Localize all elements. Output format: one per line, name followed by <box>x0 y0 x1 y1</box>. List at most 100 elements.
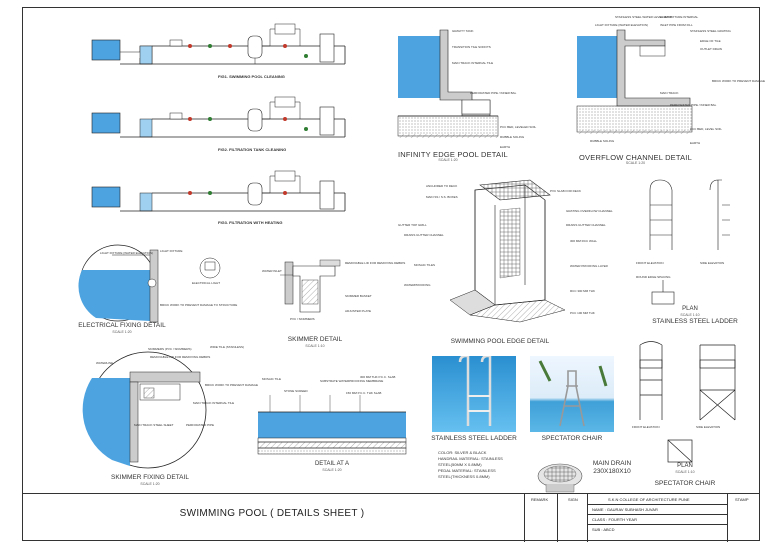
drawing-sheet <box>22 7 760 541</box>
infinity-edge-drawing <box>397 29 499 138</box>
skimmer-label-1: REMOVABLE LID FOR REMOVING DEBRIS <box>345 261 406 265</box>
overflow-label-6: OUTLET DRAIN <box>700 47 722 51</box>
pool-edge-drawing <box>449 179 566 323</box>
sign-label: SIGN <box>568 497 578 502</box>
skimmer-label-2: SKIMMER BASKET <box>345 294 372 298</box>
overflow-label-9: PERFORATED PIPE / INNER BAL <box>670 103 717 107</box>
class-label: CLASS : FOURTH YEAR <box>588 514 727 524</box>
edge-label-4: MOSAIC TILES <box>414 263 435 267</box>
overflow-channel-scale: SCALE 1:20 <box>625 161 646 165</box>
edge-label-5: WATERPROOFING <box>404 283 431 287</box>
edge-label-6: PVC SLAB FOR DECK <box>550 189 582 193</box>
skimmer-label-0: WATER INLET <box>262 269 282 273</box>
infinity-label-6: EARTH <box>500 145 511 149</box>
ladder-plan-label: PLAN <box>682 306 698 312</box>
chair-drawing <box>639 341 736 463</box>
overflow-label-12: EARTH <box>690 141 701 145</box>
overflow-label-0: STAINLESS STEEL WATER LEVEL MARK <box>615 15 673 19</box>
detail-a-scale: SCALE 1:20 <box>322 468 342 472</box>
fig3-title: FIG3. FILTRATION WITH HEATING <box>218 220 283 225</box>
chair-photo-title: SPECTATOR CHAIR <box>541 435 603 442</box>
edge-label-2: GUTTER TOP GRILL <box>398 223 427 227</box>
detail-a-label-4: 150 MM P.C.C. THK SLAB <box>346 391 382 395</box>
infinity-label-5: RUBBLE SOLING <box>500 135 525 139</box>
electrical-label-1: LIGHT FIXTURE <box>160 249 183 253</box>
infinity-edge-title: INFINITY EDGE POOL DETAIL <box>398 150 508 159</box>
electrical-fixing-drawing <box>78 244 221 323</box>
edge-label-8: DRAINS GUTTER CHANNEL <box>566 223 606 227</box>
skimmer-title: SKIMMER DETAIL <box>287 336 343 343</box>
ladder-photo-title: STAINLESS STEEL LADDER <box>431 435 517 442</box>
skimmer-label-3: ADJUSTER PLATE <box>345 309 371 313</box>
skimmer-fixing-scale: SCALE 1:20 <box>140 482 160 486</box>
ladder-spec-4: PEDAL MATERIAL: STAINLESS <box>438 468 496 473</box>
electrical-label-0: LIGHT FIXTURE (WATER ELEVATION) <box>100 251 154 255</box>
skimmer-fixing-label-1: REMOVABLE LID FOR REMOVING DEBRIS <box>150 355 211 359</box>
skimmer-fixing-label-7: MAIN TRACK STEEL SHEET <box>134 423 174 427</box>
overflow-channel-title: OVERFLOW CHANNEL DETAIL <box>579 153 692 162</box>
overflow-label-10: PCC BED, LEVEL SOIL <box>690 127 722 131</box>
sheet-title: SWIMMING POOL ( DETAILS SHEET ) <box>179 508 365 519</box>
sign-cell: SIGN <box>557 494 587 542</box>
sub-label: SUB : ABCD <box>588 524 727 534</box>
ladder-spec-2: HANDRAIL MATERIAL: STAINLESS <box>438 456 503 461</box>
skimmer-drawing <box>280 259 341 313</box>
overflow-label-2: LIGHT FIXTURE (WATER ELEVATION) <box>595 23 649 27</box>
chair-side-label: SIDE ELEVATION <box>696 425 721 429</box>
skimmer-fixing-label-0: SKIMMERS (PVC / SKIMMERS) <box>148 347 192 351</box>
infinity-label-3: PERFORATED PIPE / INNER BAL <box>470 91 517 95</box>
name-label: NAME : GAURAV SUBHASH JUVAR <box>588 504 727 514</box>
fig2-schematic <box>91 96 346 138</box>
skimmer-fixing-label-3: WIDE TILE (STAINLESS) <box>210 345 245 349</box>
spectator-chair-photo <box>530 356 614 432</box>
overflow-label-3: INLET PIPE FROM FILL <box>660 23 693 27</box>
ladder-side-label: SIDE ELEVATION <box>700 261 725 265</box>
fig3-schematic <box>91 170 346 212</box>
overflow-label-1: LIGHT FIXTURE INTERNAL <box>660 15 699 19</box>
chair-front-label: FRONT ELEVATION <box>632 425 660 429</box>
main-drain-size: 230X180X10 <box>593 468 631 475</box>
edge-label-11: RCC 300 MM THK <box>570 289 595 293</box>
edge-label-10: WATER PROOFING LAYER <box>570 264 608 268</box>
electrical-label-3: BRICK WORK TO PREVENT DAMAGE TO STRUCTUR… <box>160 303 238 307</box>
overflow-label-8: MAIN TRACK <box>660 91 679 95</box>
stamp-label: STAMP <box>735 497 749 502</box>
detail-a-label-2: SUBSTRATE WATERPROOFING MEMBRANE <box>320 379 384 383</box>
overflow-label-4: STAINLESS STEEL GRATING <box>690 29 731 33</box>
edge-label-7: GRATING OVERFLOW CHANNEL <box>566 209 613 213</box>
skimmer-scale: SCALE 1:10 <box>305 344 325 348</box>
edge-label-0: ANCHORED TO DECK <box>426 184 458 188</box>
detail-a-label-1: STONE SCREED <box>284 389 308 393</box>
infinity-label-0: GRAVITY TANK <box>452 29 474 33</box>
title-block: SWIMMING POOL ( DETAILS SHEET ) REMARK S… <box>22 493 760 542</box>
overflow-channel-drawing <box>576 29 693 134</box>
infinity-label-2: MAIN TRACK INTERNAL TILE <box>452 61 494 65</box>
skimmer-fixing-title: SKIMMER FIXING DETAIL <box>111 474 189 481</box>
electrical-scale: SCALE 1:20 <box>112 330 132 334</box>
ladder-note: ROUND EDGE SPACING <box>636 275 671 279</box>
infinity-label-4: PCC BED, LEVELED SOIL <box>500 125 537 129</box>
chair-drawing-title: SPECTATOR CHAIR <box>654 480 716 487</box>
edge-label-12: PCC 100 MM THK <box>570 311 595 315</box>
college-label: S.K.N COLLEGE OF ARCHITECTURE PUNE <box>608 497 690 502</box>
overflow-label-7: BRICK WORK TO PREVENT DAMAGE <box>712 79 766 83</box>
skimmer-fixing-label-5: MAIN TRACK INTERNAL TILE <box>193 401 235 405</box>
edge-label-1: MAIN SS / S.S. BOXES <box>426 195 458 199</box>
ladder-spec-1: COLOR: SILVER & BLACK <box>438 450 487 455</box>
fig1-schematic <box>91 23 346 65</box>
ladder-photo <box>432 356 516 432</box>
stamp-cell: STAMP <box>727 494 760 542</box>
skimmer-label-4: PVC / SKIMMERS <box>290 317 315 321</box>
infinity-edge-scale: SCALE 1:20 <box>438 158 458 162</box>
ladder-spec-3: STEEL(50MM X 0.8MM) <box>438 462 482 467</box>
main-drain-image <box>537 463 583 493</box>
infinity-label-1: TRANSITION TILE SOFFITS <box>452 45 491 49</box>
detail-a-title: DETAIL AT A <box>314 461 350 467</box>
chair-plan-label: PLAN <box>677 463 693 469</box>
edge-label-9: 300 MM RCC WALL <box>570 239 598 243</box>
detail-a-label-3: 300 MM THK P.C.C. SLAB <box>360 375 396 379</box>
main-drain-title: MAIN DRAIN <box>592 460 632 467</box>
ladder-drawing <box>649 179 730 305</box>
pool-edge-title: SWIMMING POOL EDGE DETAIL <box>450 338 550 345</box>
